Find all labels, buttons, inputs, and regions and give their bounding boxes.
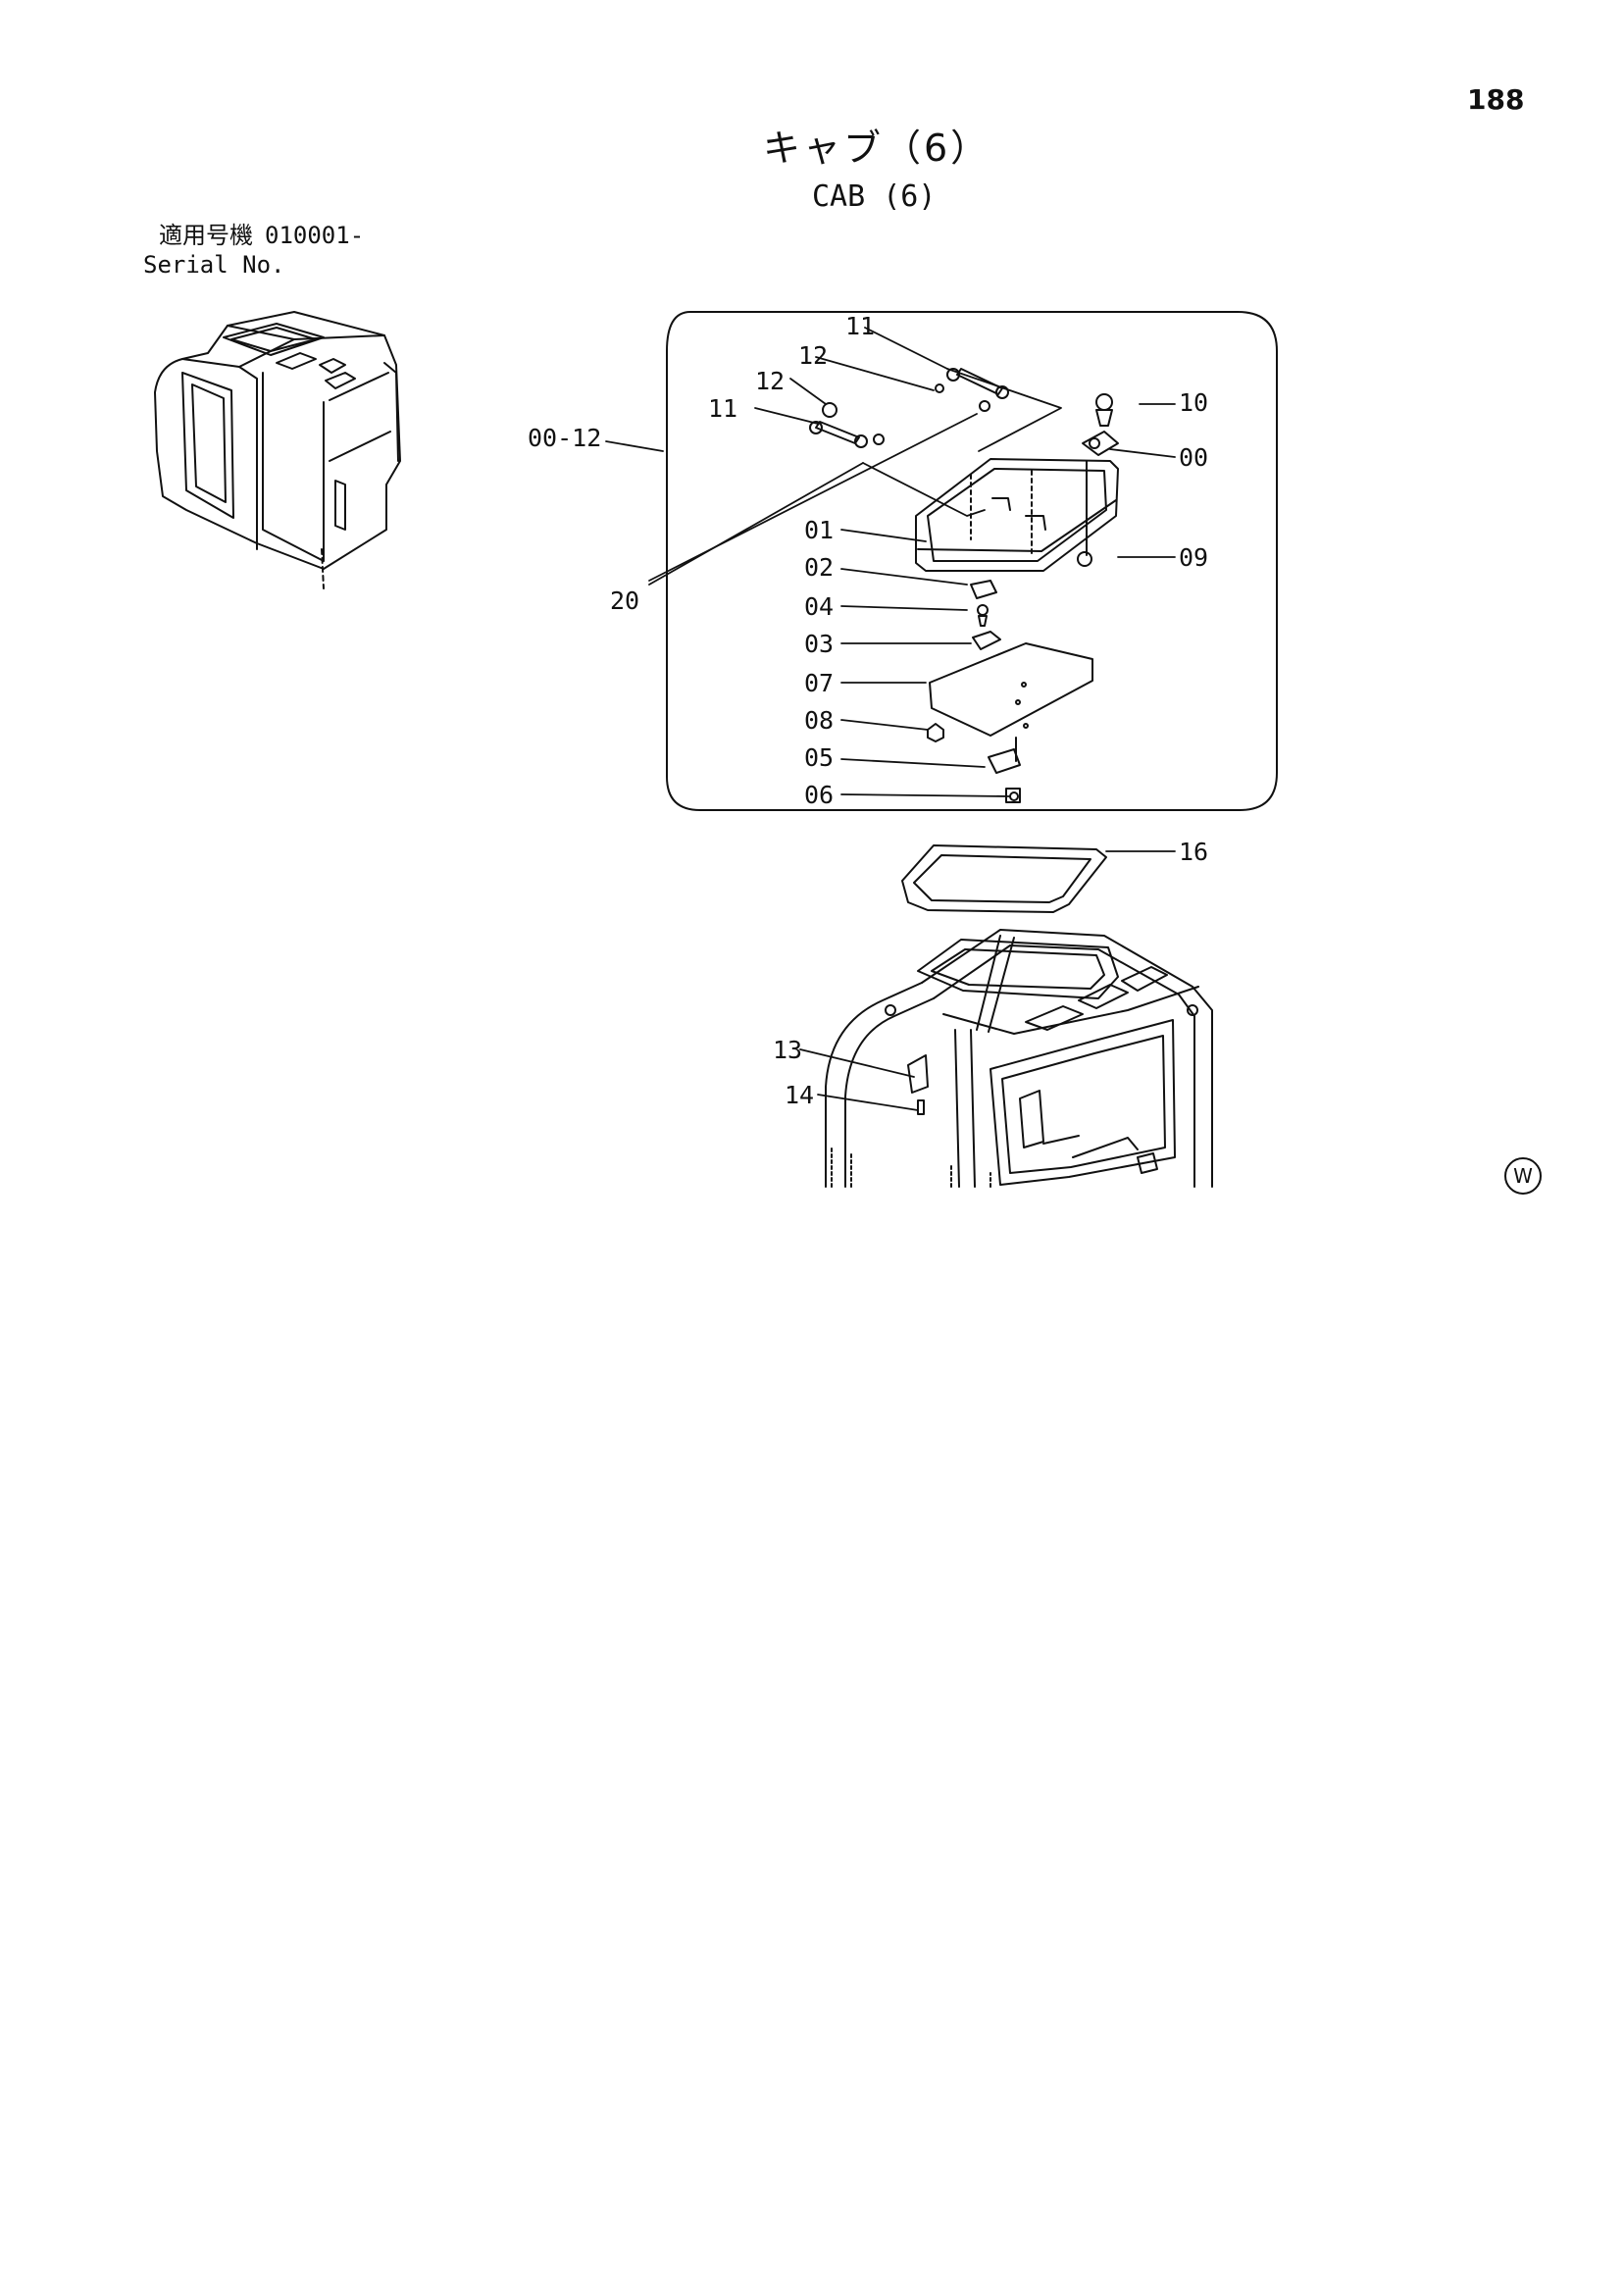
- callout-09: 09: [1179, 543, 1209, 572]
- serial-label-english: Serial No.: [143, 251, 285, 279]
- hinge-parts: [970, 580, 1001, 650]
- cover-plate: [929, 642, 1093, 762]
- callout-08: 08: [804, 706, 835, 735]
- callout-04: 04: [804, 592, 835, 621]
- callout-10: 10: [1179, 388, 1209, 417]
- callout-16: 16: [1179, 838, 1209, 866]
- page-number: 188: [1467, 83, 1525, 116]
- callout-12-upper: 12: [798, 341, 829, 370]
- callout-11-upper: 11: [845, 312, 876, 340]
- cab-body-illustration: [825, 929, 1213, 1188]
- callout-01: 01: [804, 516, 835, 544]
- callout-07: 07: [804, 669, 835, 697]
- callout-02: 02: [804, 553, 835, 582]
- callout-00-12: 00-12: [528, 424, 602, 452]
- assembly-boundary: [666, 311, 1278, 811]
- callout-06: 06: [804, 781, 835, 809]
- w-mark: W: [1504, 1157, 1542, 1195]
- leader-lines: [605, 327, 1176, 1111]
- callout-12-lower: 12: [755, 367, 786, 395]
- fasteners: [927, 723, 1021, 803]
- page-title-japanese: キャブ（6）: [763, 127, 991, 170]
- page-title-english: CAB (6): [812, 179, 937, 214]
- serial-label-japanese: 適用号機: [159, 222, 253, 249]
- hatch-window-frame: [915, 458, 1119, 572]
- callout-05: 05: [804, 743, 835, 772]
- callout-11-lower: 11: [708, 394, 738, 423]
- callout-13: 13: [773, 1036, 803, 1064]
- serial-number: 010001-: [265, 222, 365, 249]
- seal-gasket: [901, 844, 1107, 913]
- small-hardware: [809, 368, 1119, 567]
- callout-00: 00: [1179, 443, 1209, 472]
- callout-20: 20: [610, 587, 640, 615]
- cab-overview-illustration: [154, 311, 401, 589]
- callout-03: 03: [804, 630, 835, 658]
- callout-14: 14: [785, 1081, 815, 1109]
